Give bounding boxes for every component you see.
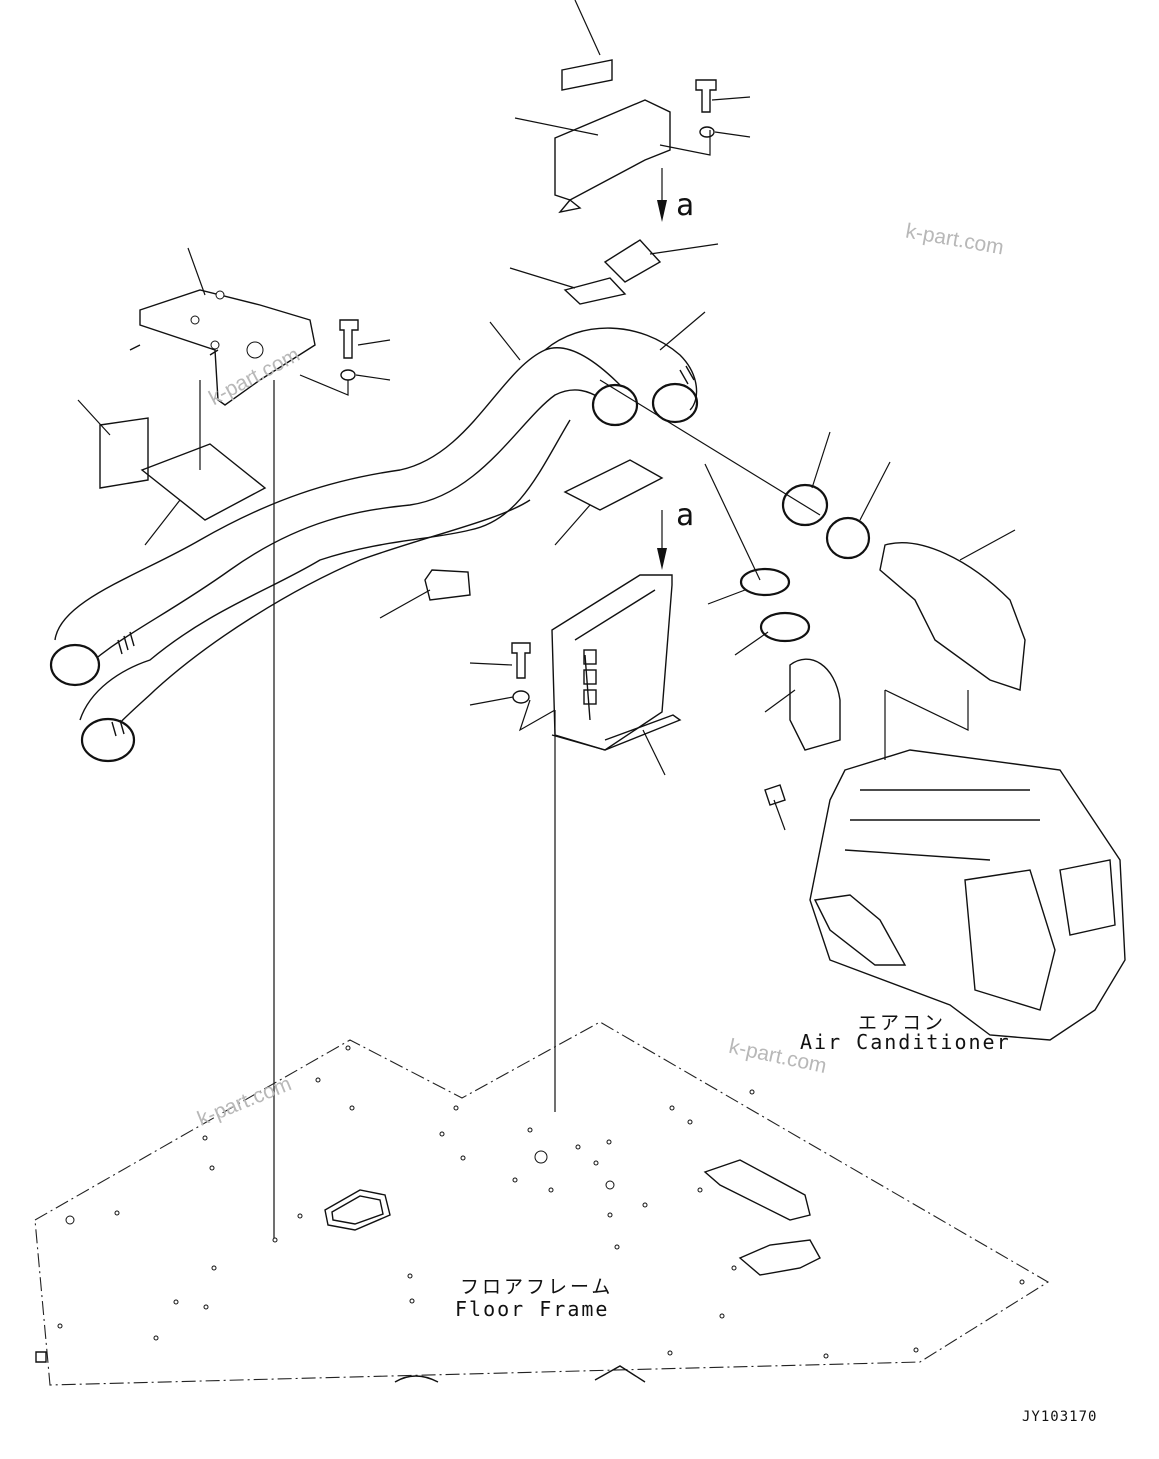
bracket xyxy=(129,289,316,406)
air-conditioner-unit xyxy=(809,749,1126,1041)
air-conditioner-label-en: Air Canditioner xyxy=(800,1030,1011,1054)
floor-frame-label-en: Floor Frame xyxy=(455,1297,610,1321)
drawing-code: JY103170 xyxy=(1022,1409,1098,1425)
arrow-label-a: a xyxy=(676,498,695,533)
floor-frame xyxy=(34,1021,1050,1386)
arrow-label-a: a xyxy=(676,188,695,223)
leader-lines xyxy=(77,0,1016,831)
long-duct xyxy=(49,327,699,763)
floor-frame-label-jp: フロアフレーム xyxy=(460,1276,614,1298)
box-duct xyxy=(551,574,682,751)
hose-clamps xyxy=(739,483,1026,806)
air-conditioner-label-jp: エアコン xyxy=(858,1012,947,1034)
top-cover xyxy=(99,59,671,521)
reference-lines xyxy=(199,168,969,1238)
fasteners xyxy=(339,79,717,704)
